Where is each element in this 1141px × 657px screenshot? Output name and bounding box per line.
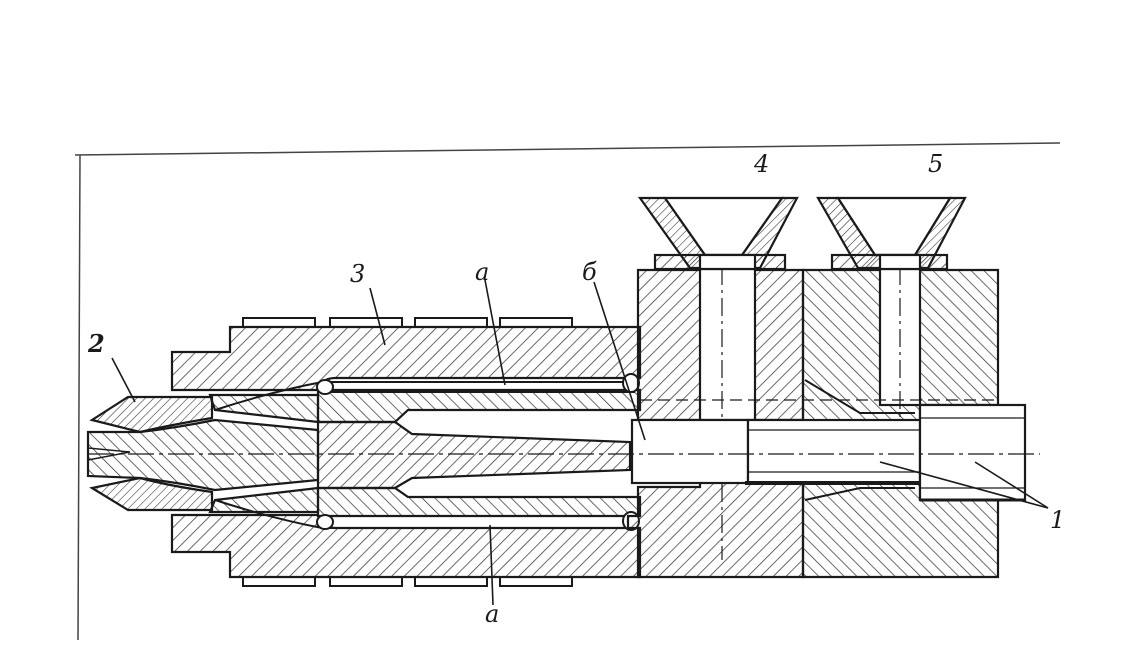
nozzle — [86, 395, 320, 512]
label-1: 1 — [1050, 506, 1065, 534]
leader-lines — [111, 279, 1049, 606]
label-a-top: а — [475, 258, 489, 286]
label-5: 5 — [928, 150, 943, 178]
label-a-bottom: а — [485, 600, 499, 628]
label-4: 4 — [753, 150, 769, 178]
die-head-body — [170, 325, 642, 579]
melt-channels — [214, 373, 640, 531]
centerline — [88, 399, 1040, 455]
hopper-4 — [637, 196, 799, 271]
feed-block-4 — [626, 205, 805, 579]
label-2: 2 — [87, 329, 105, 358]
scan-edges — [74, 142, 1061, 641]
screw-barrels — [745, 403, 1027, 502]
label-3: 3 — [350, 260, 365, 288]
hopper-5 — [816, 196, 967, 271]
label-b: б — [582, 258, 597, 286]
